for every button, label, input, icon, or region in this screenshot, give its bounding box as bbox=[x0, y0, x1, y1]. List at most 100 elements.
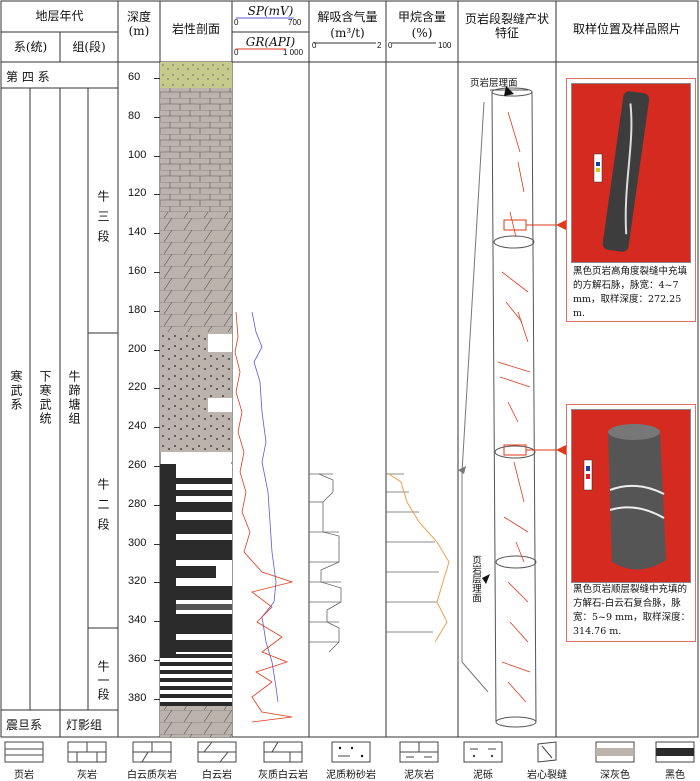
legend-label-mud-gravel: 泥砾 bbox=[473, 770, 493, 781]
depth-tick-label: 380 bbox=[128, 691, 147, 704]
marl-icon bbox=[399, 741, 439, 763]
legend-label-dark-gray: 深灰色 bbox=[600, 770, 630, 781]
legend-label-black: 黑色 bbox=[665, 770, 685, 781]
depth-tick-mark bbox=[154, 427, 160, 429]
mud-gravel-icon bbox=[463, 741, 503, 763]
member1-label: 牛一段 bbox=[96, 660, 110, 702]
methane-curve bbox=[388, 473, 450, 643]
methane-scale bbox=[392, 42, 436, 44]
member2-label: 牛二段 bbox=[96, 478, 110, 538]
bedding-plane-label-side: 页岩层理面 bbox=[470, 555, 481, 603]
sample-caption-top: 黑色页岩高角度裂缝中充填的方解石脉，脉宽：4~7 mm，取样深度：272.25 … bbox=[573, 266, 688, 319]
depth-tick-mark bbox=[154, 388, 160, 390]
legend-icons bbox=[4, 741, 695, 763]
sp-curve bbox=[251, 311, 279, 703]
depth-tick-mark bbox=[154, 504, 160, 506]
quaternary-label: 第 四 系 bbox=[6, 70, 50, 84]
fracture-header: 页岩段裂缝产状特征 bbox=[464, 12, 549, 40]
methane-max: 100 bbox=[438, 41, 452, 50]
depth-tick-label: 140 bbox=[128, 226, 147, 239]
depth-tick-mark bbox=[154, 349, 160, 351]
lower-cambrian-label: 下寒武统 bbox=[38, 370, 52, 426]
legend-label-argillaceous-siltstone: 泥质粉砂岩 bbox=[326, 770, 376, 781]
depth-tick-label: 80 bbox=[128, 109, 141, 122]
samples-header: 取样位置及样品照片 bbox=[572, 22, 681, 36]
sp-min: 0 bbox=[234, 18, 239, 27]
depth-tick-label: 360 bbox=[128, 653, 147, 665]
gas-content-bars bbox=[309, 473, 342, 653]
methane-min: 0 bbox=[388, 41, 393, 50]
depth-tick-mark bbox=[154, 233, 160, 235]
system-header: 系(统) bbox=[13, 40, 48, 54]
gr-header: GR(API) bbox=[245, 35, 296, 49]
legend-label-calcareous-dolomite: 灰质白云岩 bbox=[258, 770, 308, 781]
depth-tick-label: 200 bbox=[128, 342, 147, 355]
lithology-header: 岩性剖面 bbox=[171, 22, 220, 36]
sample-photo-bottom bbox=[571, 409, 691, 583]
depth-tick-label: 160 bbox=[128, 265, 147, 277]
dolomite-icon bbox=[197, 741, 237, 763]
sp-header: SP(mV) bbox=[247, 4, 294, 18]
gr-min: 0 bbox=[234, 48, 239, 57]
sample-card-top: 黑色页岩高角度裂缝中充填的方解石脉，脉宽：4~7 mm，取样深度：272.25 … bbox=[566, 78, 696, 322]
calcareous-dolomite-icon bbox=[263, 741, 303, 763]
depth-tick-mark bbox=[154, 155, 160, 157]
depth-tick-mark bbox=[154, 194, 160, 196]
depth-tick-label: 320 bbox=[128, 575, 147, 588]
sample-photo-top bbox=[571, 83, 691, 263]
sample-arrows bbox=[556, 220, 566, 455]
legend-label-limestone: 灰岩 bbox=[77, 770, 97, 781]
core-sample-image-top bbox=[593, 91, 650, 252]
depth-tick-mark bbox=[154, 78, 160, 79]
shale-icon bbox=[4, 741, 44, 763]
depth-tick-mark bbox=[154, 582, 160, 584]
dark-gray-swatch bbox=[595, 741, 635, 763]
legend-label-shale: 页岩 bbox=[14, 770, 34, 781]
depth-tick-mark bbox=[154, 116, 160, 118]
gas-methane-curves bbox=[309, 473, 450, 653]
depth-tick-mark bbox=[154, 698, 160, 700]
sp-gr-curves bbox=[234, 311, 294, 723]
gr-max: 1 000 bbox=[283, 48, 304, 57]
gas-header: 解吸含气量 bbox=[317, 10, 378, 24]
depth-tick-label: 100 bbox=[128, 148, 147, 161]
depth-tick-mark bbox=[154, 621, 160, 623]
depth-tick-mark bbox=[154, 272, 160, 273]
depth-tick-label: 120 bbox=[128, 187, 147, 200]
sp-max: 700 bbox=[288, 18, 302, 27]
depth-tick-mark bbox=[154, 660, 160, 661]
member3-label: 牛三段 bbox=[96, 190, 110, 250]
gr-curve bbox=[234, 311, 294, 723]
argillaceous-siltstone-icon bbox=[331, 741, 371, 763]
sample-caption-bottom: 黑色页岩顺层裂缝中充填的方解石-白云石复合脉，脉宽：5~9 mm，取样深度：31… bbox=[573, 584, 691, 637]
methane-unit: (%) bbox=[411, 26, 433, 40]
dengying-label: 灯影组 bbox=[66, 718, 103, 732]
sample-card-bottom: 黑色页岩顺层裂缝中充填的方解石-白云石复合脉，脉宽：5~9 mm，取样深度：31… bbox=[566, 404, 696, 642]
dolomitic-limestone-icon bbox=[132, 741, 172, 763]
depth-header: 深度(m) bbox=[126, 10, 151, 38]
curve-header-scales bbox=[236, 17, 294, 50]
depth-tick-label: 180 bbox=[128, 303, 147, 316]
limestone-icon bbox=[67, 741, 107, 763]
depth-tick-label: 60 bbox=[128, 71, 141, 83]
strat-age-header: 地层年代 bbox=[35, 9, 84, 23]
depth-tick-label: 300 bbox=[128, 536, 147, 549]
fracture-core-diagram bbox=[458, 86, 556, 728]
group-header: 组(段) bbox=[72, 40, 106, 54]
methane-header: 甲烷含量 bbox=[397, 10, 446, 24]
core-sample-image-bottom bbox=[583, 424, 666, 570]
depth-tick-label: 240 bbox=[128, 420, 147, 433]
legend-label-dolomitic-limestone: 白云质灰岩 bbox=[127, 770, 177, 781]
gas-unit: (m³/t) bbox=[330, 26, 365, 40]
bedding-plane-label-top: 页岩层理面 bbox=[470, 78, 518, 89]
methane-bars bbox=[386, 473, 439, 633]
depth-tick-mark bbox=[154, 310, 160, 312]
cambrian-label: 寒武系 bbox=[9, 370, 23, 412]
gas-min: 0 bbox=[312, 41, 317, 50]
black-swatch bbox=[655, 741, 695, 763]
depth-tick-label: 260 bbox=[128, 459, 147, 471]
depth-tick-label: 280 bbox=[128, 497, 147, 510]
legend-label-dolomite: 白云岩 bbox=[202, 770, 232, 781]
sinian-label: 震旦系 bbox=[6, 718, 43, 732]
